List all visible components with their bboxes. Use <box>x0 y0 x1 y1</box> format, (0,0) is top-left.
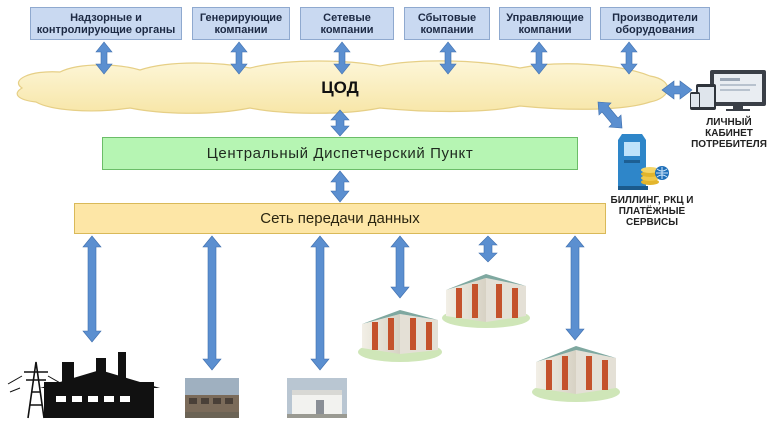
arrow-generation-cloud <box>230 41 248 75</box>
arrow-equipment-cloud <box>620 41 638 75</box>
management-companies-box: Управляющие компании <box>499 7 591 40</box>
generating-companies-box: Генерирующие компании <box>192 7 290 40</box>
data-network-label: Сеть передачи данных <box>260 210 420 227</box>
sales-companies-label: Сбытовые компании <box>417 11 477 36</box>
central-dispatch-box: Центральный Диспетчерский Пункт <box>102 137 578 170</box>
devices-icon <box>690 70 766 111</box>
data-center-label: ЦОД <box>321 78 359 97</box>
supervisory-bodies-box: Надзорные и контролирующие органы <box>30 7 182 40</box>
industrial-building-photo <box>185 378 239 418</box>
apartment-block-1 <box>358 310 442 362</box>
arrow-network-house3 <box>565 235 585 341</box>
data-network-box: Сеть передачи данных <box>74 203 606 234</box>
equipment-manufacturers-box: Производители оборудования <box>600 7 710 40</box>
arrow-network-building1 <box>202 235 222 371</box>
arrow-supervisory-cloud <box>95 41 113 75</box>
apartment-block-3 <box>532 346 620 402</box>
grid-companies-label: Сетевые компании <box>320 11 374 36</box>
consumer-account-label: ЛИЧНЫЙ КАБИНЕТ ПОТРЕБИТЕЛЯ <box>691 117 767 150</box>
arrow-management-cloud <box>530 41 548 75</box>
equipment-manufacturers-label: Производители оборудования <box>612 11 698 36</box>
arrow-grid-cloud <box>333 41 351 75</box>
management-companies-label: Управляющие компании <box>506 11 584 36</box>
arrow-cloud-dispatch <box>330 109 350 137</box>
payment-terminal-icon <box>618 134 669 190</box>
sales-companies-box: Сбытовые компании <box>404 7 490 40</box>
substation-building-photo <box>287 378 347 418</box>
grid-companies-box: Сетевые компании <box>300 7 394 40</box>
connector-arrows <box>82 41 693 371</box>
generating-companies-label: Генерирующие компании <box>199 11 283 36</box>
arrow-cloud-billing <box>597 101 623 129</box>
arrow-network-building2 <box>310 235 330 371</box>
supervisory-bodies-label: Надзорные и контролирующие органы <box>36 11 176 36</box>
arrow-dispatch-network <box>330 170 350 203</box>
arrow-network-power-plant <box>82 235 102 343</box>
arrow-sales-cloud <box>439 41 457 75</box>
apartment-block-2 <box>442 274 530 328</box>
power-plant-icon <box>7 352 160 419</box>
billing-label: БИЛЛИНГ, РКЦ И ПЛАТЁЖНЫЕ СЕРВИСЫ <box>610 195 694 228</box>
arrow-network-house1 <box>390 235 410 299</box>
arrow-cloud-consumer <box>661 80 693 100</box>
arrow-network-house2 <box>478 235 498 263</box>
central-dispatch-label: Центральный Диспетчерский Пункт <box>206 145 474 162</box>
